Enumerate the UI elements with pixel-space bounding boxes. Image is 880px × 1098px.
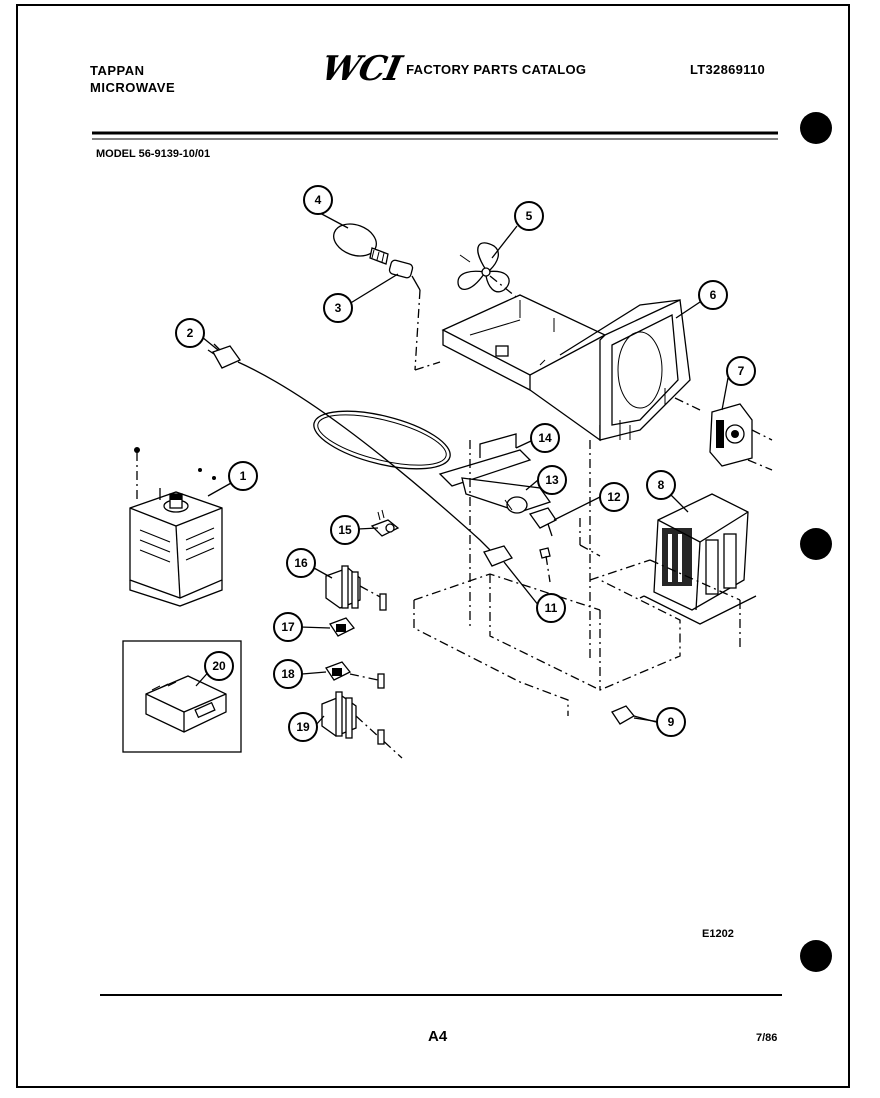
catalog-code: LT32869110 (690, 62, 766, 77)
callout-17-label: 17 (281, 620, 295, 634)
switch-small-part (329, 617, 356, 637)
diagram-code: E1202 (702, 928, 734, 940)
callout-13-label: 13 (545, 473, 559, 487)
callout-4-label: 4 (315, 193, 322, 207)
callout-15-label: 15 (338, 523, 352, 537)
fan-blade-part (457, 242, 521, 301)
callout-14: 14 (530, 423, 560, 453)
callout-12: 12 (599, 482, 629, 512)
chassis-frame-part (441, 294, 701, 442)
interlock-switch-part (483, 545, 551, 583)
catalog-title: FACTORY PARTS CATALOG (406, 61, 587, 77)
timer-motor-part (709, 403, 773, 471)
magnetron-part (129, 447, 223, 607)
callout-2: 2 (175, 318, 205, 348)
callout-19: 19 (288, 712, 318, 742)
brand-line-1: TAPPAN (90, 63, 145, 78)
header-rule (92, 131, 778, 140)
callout-5: 5 (514, 201, 544, 231)
callout-6-label: 6 (710, 288, 717, 302)
model-label: MODEL 56-9139-10/01 (96, 148, 211, 160)
page-frame (16, 4, 850, 1088)
callout-20-label: 20 (212, 659, 226, 673)
callout-9-label: 9 (668, 715, 675, 729)
callout-20: 20 (204, 651, 234, 681)
catalog-header: WCI FACTORY PARTS CATALOG (318, 49, 587, 89)
power-cord-part (207, 343, 501, 561)
transformer-part (639, 493, 757, 625)
door-switch-upper-part (325, 565, 387, 611)
thermal-protector-part (370, 509, 400, 537)
callout-19-label: 19 (296, 720, 310, 734)
callout-6: 6 (698, 280, 728, 310)
brand-line-2: MICROWAVE (90, 80, 176, 95)
callout-14-label: 14 (538, 431, 552, 445)
page-date: 7/86 (756, 1032, 778, 1044)
base-plate-outline (413, 440, 741, 716)
capacitor-part (438, 433, 552, 514)
callout-18-label: 18 (281, 667, 295, 681)
callout-7: 7 (726, 356, 756, 386)
switch-small-2-part (325, 661, 385, 689)
callout-13: 13 (537, 465, 567, 495)
callout-8-label: 8 (658, 478, 665, 492)
brand-header: TAPPAN MICROWAVE (90, 62, 175, 96)
callout-1-label: 1 (240, 469, 247, 483)
callout-3-label: 3 (335, 301, 342, 315)
callout-4: 4 (303, 185, 333, 215)
punch-hole-bottom (800, 940, 832, 972)
lamp-bulb-part (333, 223, 389, 265)
callout-5-label: 5 (526, 209, 533, 223)
callout-2-label: 2 (187, 326, 194, 340)
diode-part (528, 507, 601, 557)
lamp-socket-part (388, 259, 441, 371)
callout-7-label: 7 (738, 364, 745, 378)
door-switch-lower-part (321, 691, 403, 759)
control-panel-inset (122, 640, 242, 753)
callout-11: 11 (536, 593, 566, 623)
callout-18: 18 (273, 659, 303, 689)
callout-3: 3 (323, 293, 353, 323)
callout-16: 16 (286, 548, 316, 578)
callout-12-label: 12 (607, 490, 621, 504)
callout-16-label: 16 (294, 556, 308, 570)
page-number: A4 (428, 1028, 448, 1045)
callout-9: 9 (656, 707, 686, 737)
punch-hole-middle (800, 528, 832, 560)
callout-1: 1 (228, 461, 258, 491)
callout-8: 8 (646, 470, 676, 500)
callout-17: 17 (273, 612, 303, 642)
callout-15: 15 (330, 515, 360, 545)
leader-lines (195, 211, 729, 727)
callout-11-label: 11 (545, 601, 558, 615)
punch-hole-top (800, 112, 832, 144)
